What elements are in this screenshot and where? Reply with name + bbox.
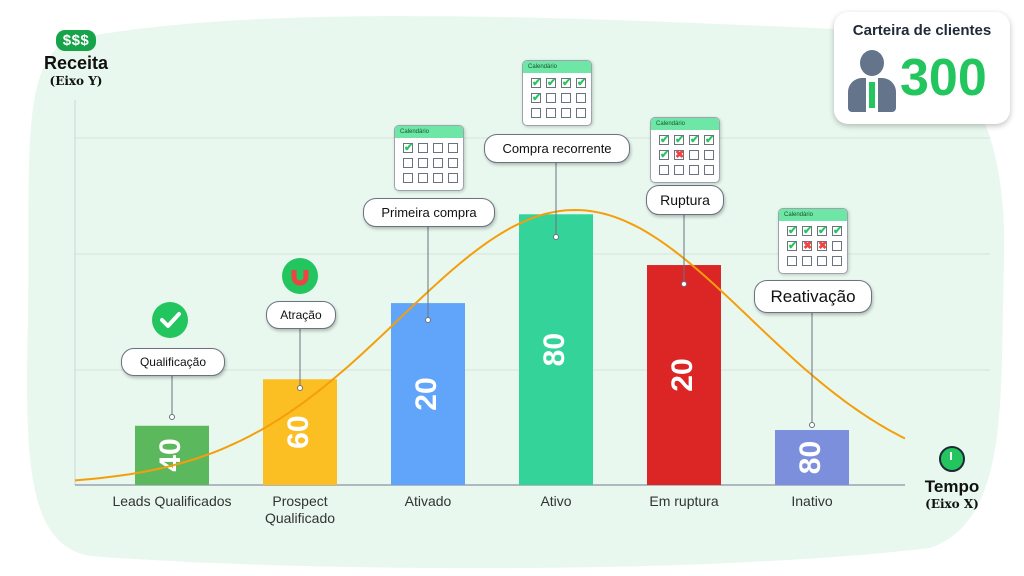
stage-callout: Compra recorrente <box>484 134 630 163</box>
customer-portfolio-card: Carteira de clientes 300 <box>834 12 1010 124</box>
stage-callout: Atração <box>265 301 337 329</box>
revenue-curve <box>74 208 906 482</box>
magnet-icon <box>282 258 318 294</box>
bar-value-label: 80 <box>538 333 571 366</box>
y-axis-title: $$$ Receita (Eixo Y) <box>30 30 122 88</box>
calendar-icon: Calendário✔✔✔✔✔ <box>522 60 592 126</box>
category-label: Leads Qualificados <box>112 493 232 509</box>
callout-anchor-dot <box>169 414 175 420</box>
category-label: Prospect Qualificado <box>264 493 336 526</box>
x-axis-label: Tempo <box>924 477 980 496</box>
portfolio-value: 300 <box>900 49 987 107</box>
callout-anchor-dot <box>297 385 303 391</box>
bar-4 <box>519 214 593 485</box>
x-axis-title: Tempo (Eixo X) <box>912 446 992 511</box>
stage-callout: Ruptura <box>646 185 724 215</box>
alarm-clock-icon <box>939 446 965 472</box>
bar-value-label: 80 <box>794 441 827 474</box>
calendar-icon: Calendário✔✔✔✔✔✖ <box>650 117 720 183</box>
stage-callout: Qualificação <box>121 348 225 376</box>
bar-2 <box>263 379 337 485</box>
callout-anchor-dot <box>809 422 815 428</box>
category-label: Ativado <box>404 493 452 509</box>
stage-callout: Primeira compra <box>363 198 495 227</box>
y-axis-label: Receita <box>43 53 109 73</box>
bar-value-label: 60 <box>282 415 315 448</box>
y-axis-sublabel: (Eixo Y) <box>49 74 103 88</box>
callout-anchor-dot <box>553 234 559 240</box>
check-icon <box>152 302 188 338</box>
bar-1 <box>135 425 209 485</box>
bar-value-label: 20 <box>666 358 699 391</box>
money-icon: $$$ <box>55 30 97 51</box>
callout-anchor-dot <box>425 317 431 323</box>
bar-3 <box>391 303 465 485</box>
bar-value-label: 20 <box>410 377 443 410</box>
x-axis-sublabel: (Eixo X) <box>925 497 979 511</box>
category-label: Ativo <box>540 493 572 509</box>
portfolio-title: Carteira de clientes <box>852 22 992 39</box>
calendar-icon: Calendário✔✔✔✔✔✖✖ <box>778 208 848 274</box>
bar-5 <box>647 265 721 485</box>
calendar-icon: Calendário✔ <box>394 125 464 191</box>
customer-icon <box>846 50 898 112</box>
stage-callout: Reativação <box>754 280 872 313</box>
callout-anchor-dot <box>681 281 687 287</box>
category-label: Em ruptura <box>649 493 719 509</box>
bar-6 <box>775 430 849 485</box>
category-label: Inativo <box>791 493 833 509</box>
